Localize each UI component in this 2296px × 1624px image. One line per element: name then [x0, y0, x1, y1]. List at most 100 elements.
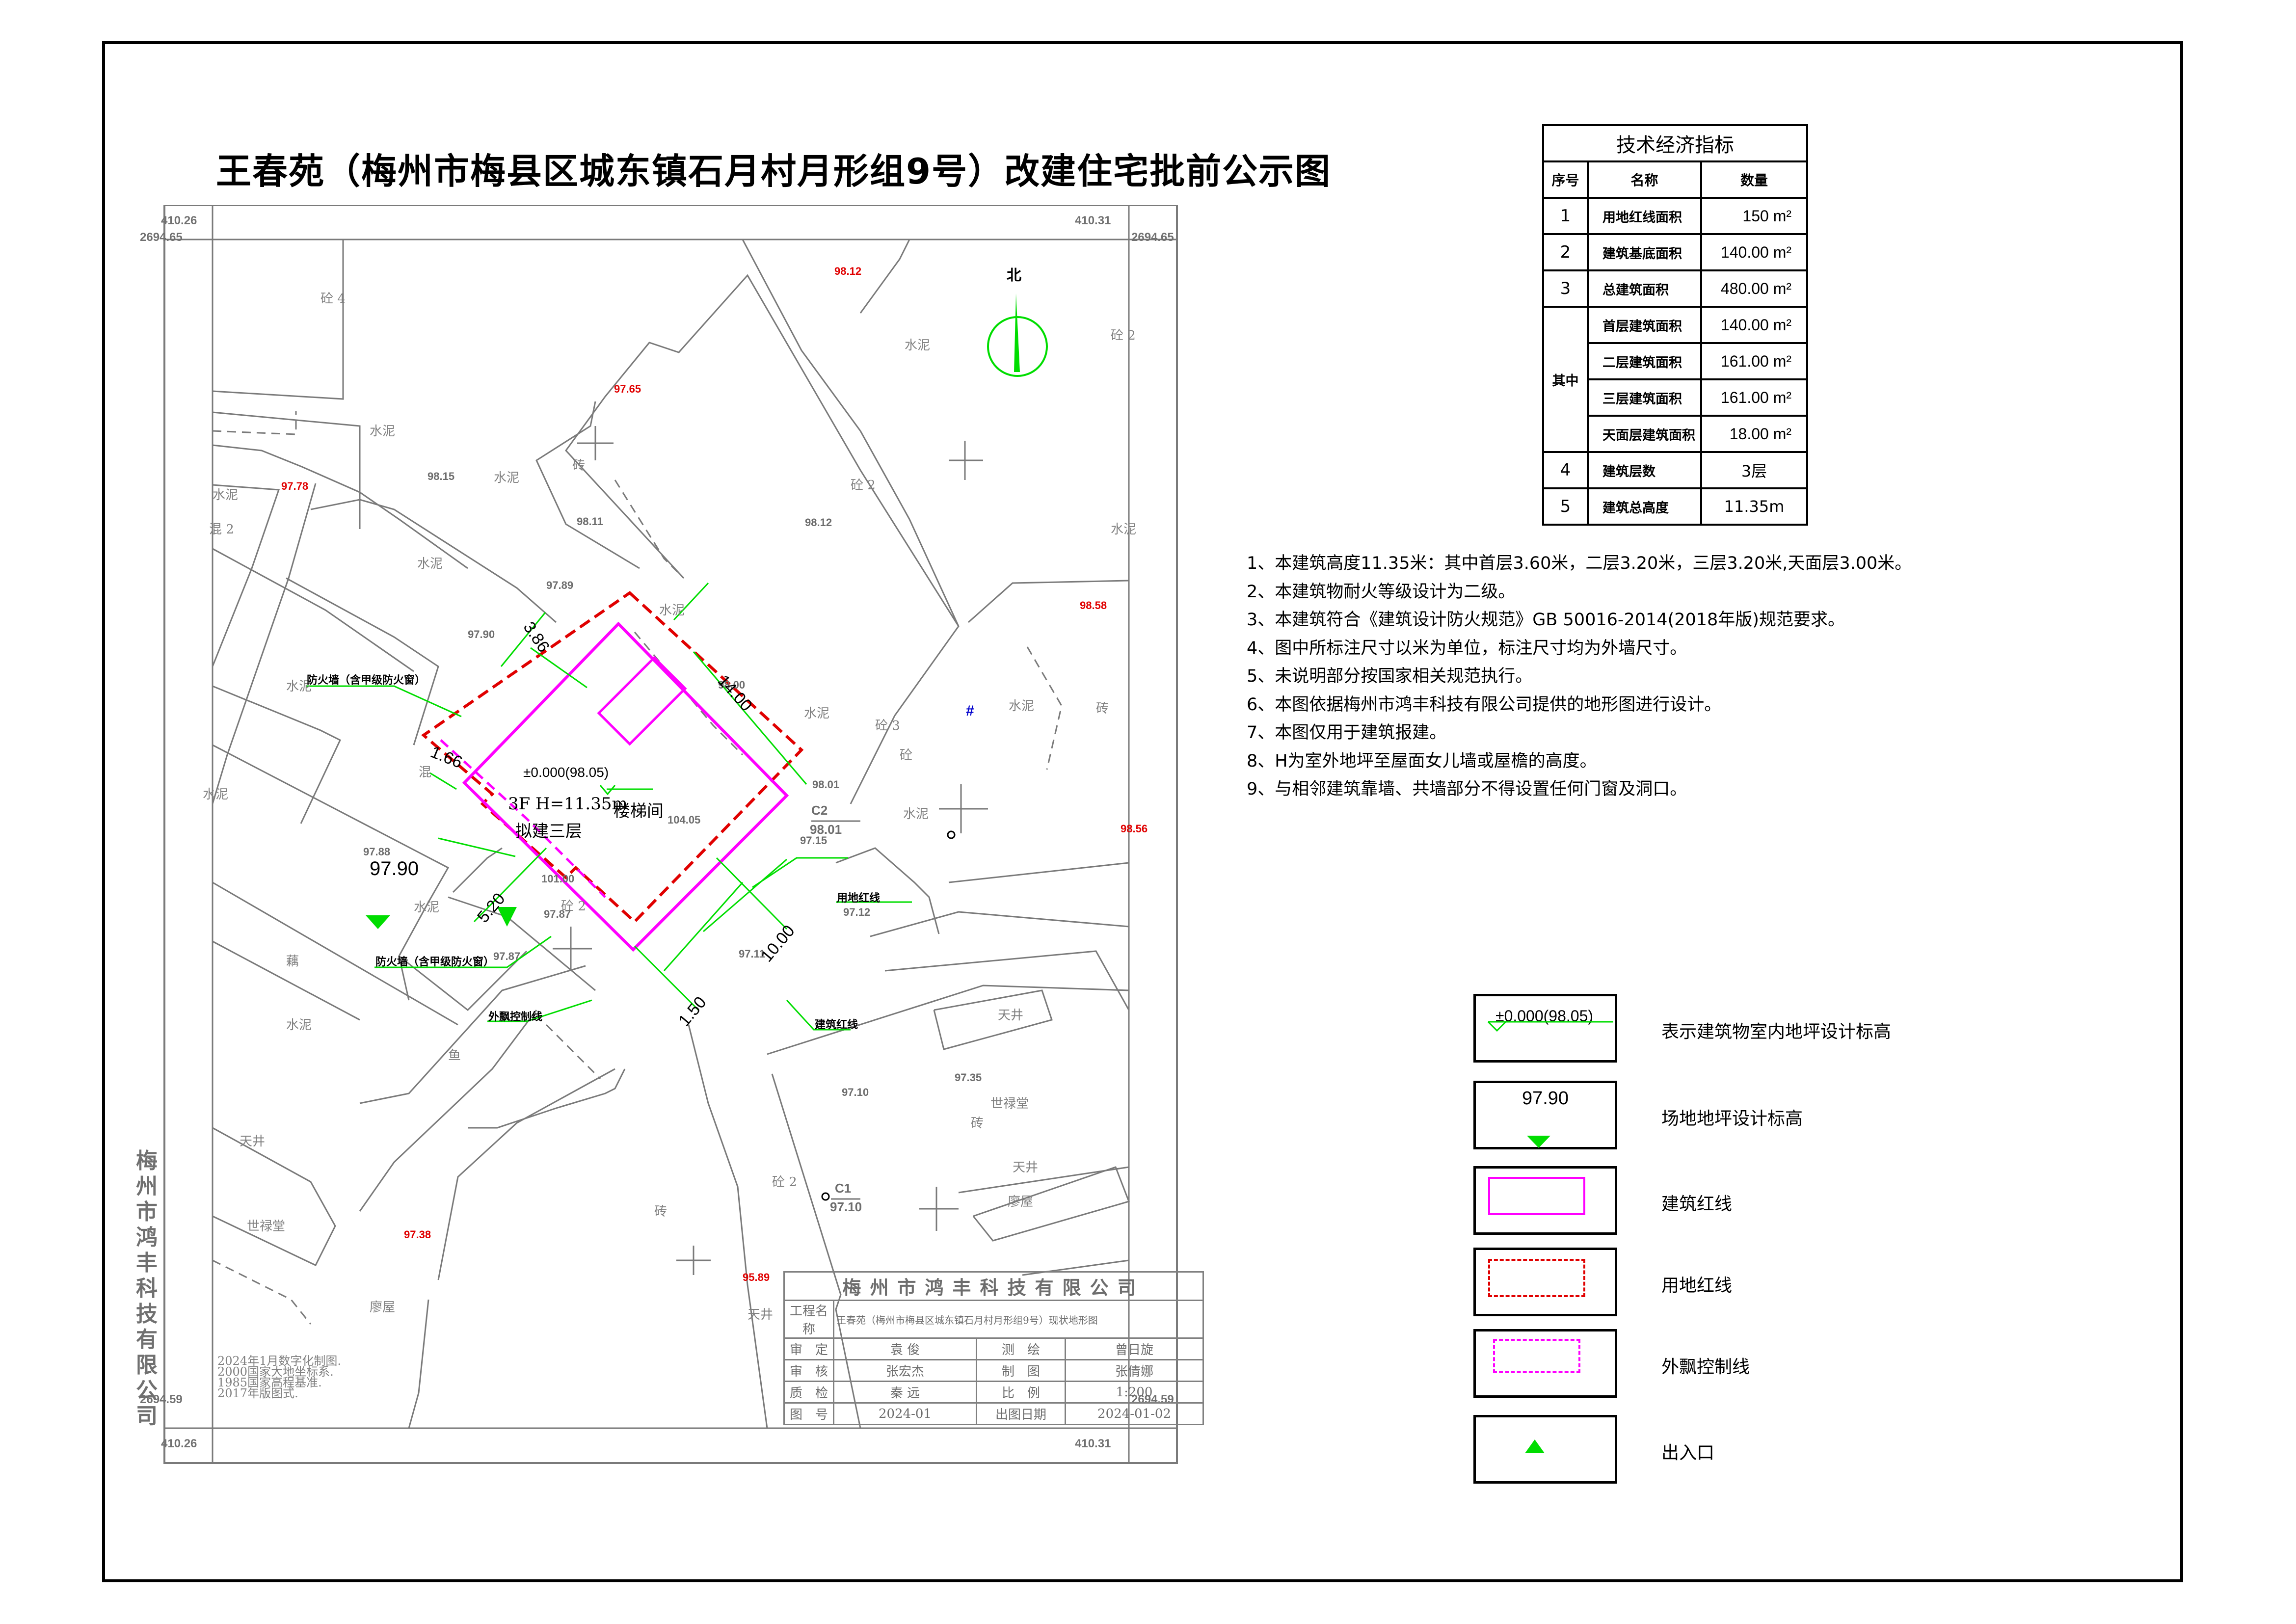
coord-bottom-left-y: 2694.59 [140, 1393, 183, 1406]
surface-label: 水泥 [286, 1018, 312, 1033]
elevation: 97.10 [842, 1086, 869, 1098]
legend-label: 用地红线 [1661, 1276, 1733, 1296]
surface-label: 水泥 [203, 787, 229, 802]
note-item: 4、图中所标注尺寸以米为单位，标注尺寸均为外墙尺寸。 [1247, 638, 1687, 658]
entrance-triangle-icon [1473, 1415, 1617, 1484]
coord-bottom-left-x: 410.26 [161, 1437, 197, 1450]
note-item: 8、H为室外地坪至屋面女儿墙或屋檐的高度。 [1247, 751, 1597, 771]
svg-text:#: # [966, 703, 974, 719]
survey-point-c2-name: C2 [811, 803, 828, 818]
surface-label: 天井 [748, 1307, 774, 1322]
elevation: 98.12 [805, 516, 832, 529]
building-floors-label: 拟建三层 [515, 822, 582, 841]
title-block-company: 梅州市鸿丰科技有限公司 [783, 1271, 1204, 1301]
coord-top-left-x: 410.26 [161, 214, 197, 227]
title-block: 梅州市鸿丰科技有限公司 工程名称 王春苑（梅州市梅县区城东镇石月村月形组9号）现… [783, 1271, 1204, 1425]
table-title: 技术经济指标 [1542, 124, 1808, 162]
site-plan-drawing: # [163, 205, 1178, 1464]
site-plan-map: # 410.26 2694.65 410.31 2694.65 2694.59 … [140, 205, 1178, 1464]
surface-label: 水泥 [903, 807, 929, 822]
elevation-red: 98.58 [1080, 599, 1107, 612]
surface-label: 砼 3 [875, 719, 900, 733]
surface-label: 水泥 [414, 900, 440, 915]
surface-label: 砼 4 [320, 292, 346, 306]
elevation: 97.35 [955, 1071, 982, 1084]
page-title: 王春苑（梅州市梅县区城东镇石月村月形组9号）改建住宅批前公示图 [216, 151, 1332, 192]
surface-label: 砼 2 [851, 478, 876, 493]
elevation-red: 97.38 [404, 1228, 431, 1241]
elevation: 97.12 [843, 906, 871, 918]
overhang-line-symbol-icon [1473, 1329, 1617, 1398]
note-item: 1、本建筑高度11.35米：其中首层3.60米，二层3.20米，三层3.20米,… [1247, 554, 1912, 573]
legend-label: 表示建筑物室内地坪设计标高 [1661, 1022, 1892, 1042]
coord-top-left-y: 2694.65 [140, 231, 183, 244]
surface-label: 水泥 [1111, 522, 1137, 537]
elevation: 97.90 [468, 628, 495, 640]
surface-label: 砖 [654, 1204, 667, 1219]
elevation: 97.11 [739, 948, 765, 960]
survey-point-c1-value: 97.10 [830, 1199, 862, 1214]
surface-label: 水泥 [804, 706, 830, 721]
elevation: 104.05 [667, 814, 701, 826]
surface-label: 砖 [572, 458, 586, 473]
elevation-red: 95.89 [743, 1271, 770, 1283]
elevation-red: 97.65 [614, 383, 641, 395]
surface-label: 水泥 [659, 603, 685, 618]
surface-label: 水泥 [905, 338, 931, 353]
note-item: 9、与相邻建筑靠墙、共墙部分不得设置任何门窗及洞口。 [1247, 779, 1687, 799]
legend-item: 用地红线 [1473, 1248, 1915, 1326]
land-line-symbol-icon [1473, 1248, 1617, 1316]
surface-label: 廖屋 [1008, 1195, 1034, 1209]
coord-top-right-y: 2694.65 [1131, 231, 1174, 244]
site-elevation-marker: 97.90 [370, 858, 419, 879]
approver: 袁 俊 [833, 1337, 977, 1360]
land-red-line-callout: 用地红线 [837, 892, 881, 905]
surface-label: 砖 [971, 1116, 984, 1131]
surface-label: 砼 2 [561, 899, 586, 914]
note-item: 7、本图仅用于建筑报建。 [1247, 723, 1447, 743]
reviewer: 张宏杰 [833, 1359, 977, 1382]
surface-label: 水泥 [1009, 699, 1035, 714]
building-red-line-callout: 建筑红线 [815, 1019, 858, 1031]
note-item: 6、本图依据梅州市鸿丰科技有限公司提供的地形图进行设计。 [1247, 694, 1722, 715]
surface-label: 水泥 [370, 424, 396, 439]
elevation-red: 98.12 [834, 265, 862, 277]
stair-label: 楼梯间 [614, 801, 664, 821]
surface-label: 廖屋 [370, 1300, 396, 1315]
surface-label: 天井 [998, 1008, 1024, 1023]
legend-item: ±0.000(98.05) 表示建筑物室内地坪设计标高 [1473, 994, 1915, 1072]
legend-item: 建筑红线 [1473, 1166, 1915, 1245]
building-line-symbol-icon [1473, 1166, 1617, 1235]
surface-label: 砖 [1096, 701, 1109, 716]
north-label: 北 [1007, 267, 1021, 284]
surface-label: 混 2 [209, 522, 234, 537]
survey-point-c2-value: 98.01 [810, 822, 842, 837]
elevation: 97.87 [544, 908, 571, 920]
drawing-frame [102, 41, 2183, 1582]
elevation-red: 97.78 [281, 480, 309, 492]
legend-label: 出入口 [1661, 1443, 1715, 1463]
surveyor: 曾日旋 [1065, 1337, 1204, 1360]
legend-label: 外飘控制线 [1661, 1357, 1750, 1377]
surface-label: 世禄堂 [247, 1219, 286, 1234]
issue-date: 2024-01-02 [1065, 1402, 1204, 1425]
project-label: 工程名称 [783, 1300, 834, 1339]
surface-label: 水泥 [286, 679, 312, 694]
legend-item: 出入口 [1473, 1415, 1915, 1493]
elevation: 98.15 [427, 470, 455, 482]
surface-label: 天井 [1013, 1160, 1039, 1175]
firewall-callout: 防火墙（含甲级防火窗） [307, 674, 426, 687]
legend-label: 建筑红线 [1661, 1194, 1733, 1214]
elevation: 98.00 [718, 679, 746, 691]
firewall-callout: 防火墙（含甲级防火窗） [375, 956, 495, 968]
surface-label: 天井 [240, 1134, 266, 1149]
